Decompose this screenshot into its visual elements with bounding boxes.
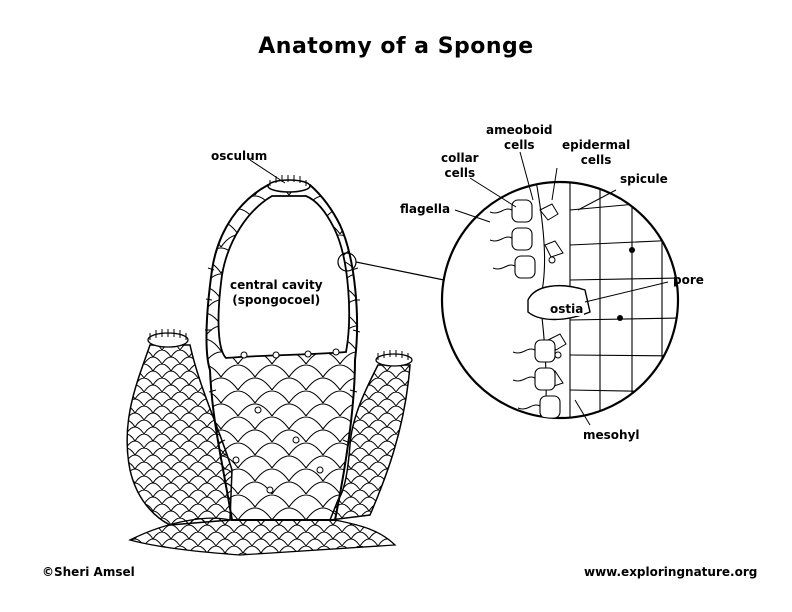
central-cavity [217,195,351,359]
left-side-sponge [126,329,233,526]
website-link[interactable]: www.exploringnature.org [584,565,758,579]
label-epidermal-cells: epidermal cells [562,138,630,168]
label-collar-line1: collar [441,151,479,165]
right-side-sponge [328,350,413,521]
label-pore: pore [673,273,704,287]
label-ameoboid-line1: ameoboid [486,123,553,137]
label-central-cavity-line2: (spongocoel) [232,293,321,307]
label-osculum: osculum [211,149,268,163]
copyright-credit: ©Sheri Amsel [42,565,135,579]
label-collar-cells: collar cells [441,151,479,181]
label-ameoboid-cells: ameoboid cells [486,123,553,153]
label-central-cavity: central cavity (spongocoel) [230,278,323,308]
magnified-wall-detail [440,180,680,420]
main-sponge-body [205,175,361,521]
label-collar-line2: cells [444,166,476,180]
label-spicule: spicule [620,172,668,186]
label-ameoboid-line2: cells [503,138,535,152]
osculum-opening [267,179,311,193]
label-flagella: flagella [400,202,451,216]
diagram-title: Anatomy of a Sponge [258,34,534,59]
label-central-cavity-line1: central cavity [230,278,323,292]
label-epidermal-line1: epidermal [562,138,631,152]
label-mesohyl: mesohyl [583,428,640,442]
leader-lines [249,151,669,426]
label-ostia: ostia [549,302,585,316]
sponge-base [128,517,397,556]
label-epidermal-line2: cells [580,153,612,167]
